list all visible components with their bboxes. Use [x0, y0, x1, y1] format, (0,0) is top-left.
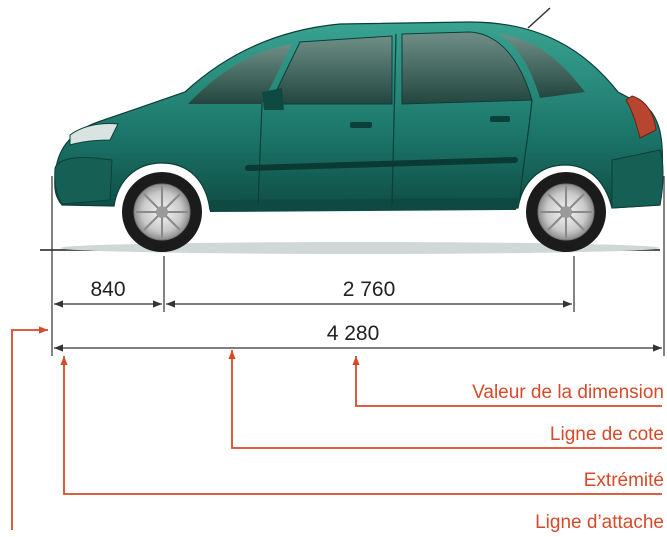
callout-dimension-line: [228, 350, 662, 449]
dimension-value-840: 840: [90, 278, 125, 301]
legend: Valeur de la dimension Ligne de cote Ext…: [472, 382, 664, 533]
callout-extension-line: [11, 326, 48, 530]
front-window: [269, 35, 393, 105]
front-wheel: [122, 172, 202, 252]
dimension-value-2760: 2 760: [343, 278, 396, 301]
front-door-handle: [350, 122, 372, 128]
legend-value-label: Valeur de la dimension: [472, 382, 664, 403]
dimension-value-4280: 4 280: [327, 322, 380, 345]
extension-lines: [51, 176, 665, 356]
callout-extremity-line: [60, 356, 662, 495]
callout-value-line: [352, 356, 662, 407]
front-door-line: [257, 103, 263, 206]
headlight: [69, 123, 119, 146]
legend-extremity-label: Extrémité: [584, 470, 664, 491]
legend-dimension-line-label: Ligne de cote: [550, 424, 664, 445]
side-mirror: [262, 88, 284, 110]
legend-extension-line-label: Ligne d’attache: [535, 512, 664, 533]
rear-bumper: [611, 149, 664, 209]
windshield: [188, 44, 292, 104]
dimension-lines: [54, 300, 662, 352]
antenna: [527, 7, 551, 29]
car-illustration: [40, 7, 664, 254]
car-sill: [210, 198, 518, 212]
rear-door-handle: [490, 116, 510, 122]
car-shadow: [60, 242, 660, 254]
rear-wheel: [526, 172, 606, 252]
tail-light: [625, 95, 657, 139]
front-bumper: [54, 157, 113, 205]
rear-quarter-window: [498, 34, 585, 98]
callout-lines: [11, 326, 662, 530]
rear-window: [401, 31, 533, 105]
middle-door-line: [391, 33, 397, 206]
side-strip: [245, 157, 518, 171]
rear-door-line: [519, 99, 533, 201]
